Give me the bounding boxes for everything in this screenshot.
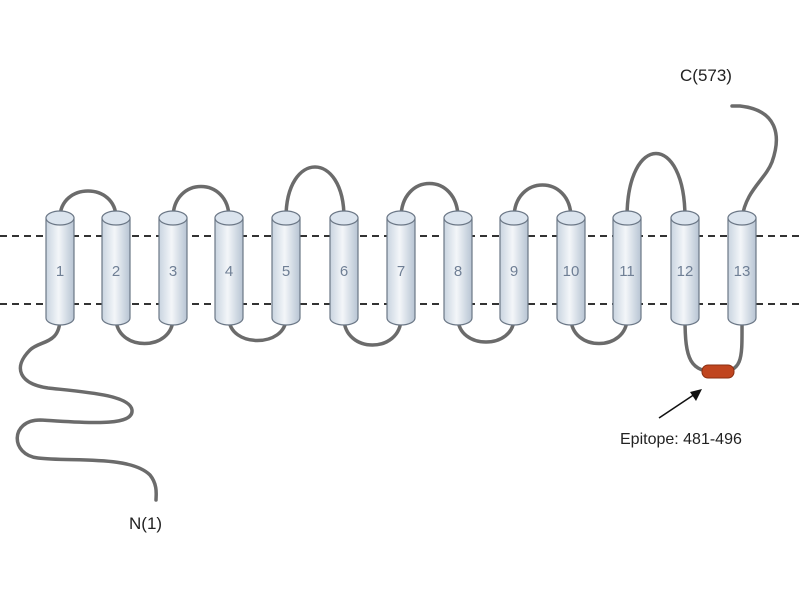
c-terminal-tail <box>730 104 779 220</box>
helix-9: 9 <box>499 210 529 326</box>
epitope-marker <box>701 364 735 379</box>
helix-label: 13 <box>734 263 751 280</box>
helix-2: 2 <box>101 210 131 326</box>
helix-body <box>101 217 131 326</box>
helix-top-cap <box>271 210 301 226</box>
helix-label: 8 <box>454 263 462 280</box>
helix-top-cap <box>556 210 586 226</box>
helix-body <box>158 217 188 326</box>
extracellular-loop-7-8 <box>399 181 460 220</box>
helix-11: 11 <box>612 210 642 326</box>
helix-top-cap <box>386 210 416 226</box>
helix-label: 12 <box>677 263 694 280</box>
n-terminal-tail <box>15 316 158 502</box>
helix-body <box>443 217 473 326</box>
helix-body <box>329 217 359 326</box>
helix-top-cap <box>101 210 131 226</box>
helix-4: 4 <box>214 210 244 326</box>
helix-top-cap <box>158 210 188 226</box>
helix-12: 12 <box>670 210 700 326</box>
helix-body <box>727 217 757 326</box>
intracellular-loop-2-3 <box>114 316 175 346</box>
helix-3: 3 <box>158 210 188 326</box>
epitope-label: Epitope: 481-496 <box>620 431 742 448</box>
helix-top-cap <box>329 210 359 226</box>
helix-7: 7 <box>386 210 416 326</box>
helix-10: 10 <box>556 210 586 326</box>
intracellular-loop-6-7 <box>342 316 403 347</box>
intracellular-loop-10-11 <box>569 316 629 346</box>
epitope-arrow <box>658 389 702 419</box>
helix-label: 2 <box>112 263 120 280</box>
extracellular-loop-1-2 <box>58 189 118 220</box>
helix-1: 1 <box>45 210 75 326</box>
helix-body <box>386 217 416 326</box>
intracellular-loop-4-5 <box>227 316 288 343</box>
helix-label: 4 <box>225 263 233 280</box>
helix-top-cap <box>214 210 244 226</box>
helix-8: 8 <box>443 210 473 326</box>
helix-top-cap <box>45 210 75 226</box>
helix-body <box>556 217 586 326</box>
helix-top-cap <box>443 210 473 226</box>
extracellular-loop-3-4 <box>171 184 231 220</box>
helix-body <box>214 217 244 326</box>
helix-top-cap <box>670 210 700 226</box>
helix-body <box>499 217 529 326</box>
extracellular-loop-5-6 <box>284 165 346 220</box>
helix-5: 5 <box>271 210 301 326</box>
helix-top-cap <box>499 210 529 226</box>
helix-label: 5 <box>282 263 290 280</box>
helix-label: 10 <box>563 263 580 280</box>
connecting-loops <box>15 104 779 502</box>
extracellular-loop-11-12 <box>625 151 687 220</box>
helix-13: 13 <box>727 210 757 326</box>
helix-top-cap <box>727 210 757 226</box>
c-terminus-label: C(573) <box>680 66 732 85</box>
extracellular-loop-9-10 <box>512 183 573 220</box>
helix-6: 6 <box>329 210 359 326</box>
intracellular-loop-8-9 <box>456 316 516 344</box>
intracellular-loop-12-13 <box>683 316 744 374</box>
helix-body <box>670 217 700 326</box>
helix-label: 1 <box>56 263 64 280</box>
helix-label: 9 <box>510 263 518 280</box>
helix-body <box>45 217 75 326</box>
helix-label: 6 <box>340 263 348 280</box>
n-terminus-label: N(1) <box>129 514 162 533</box>
helix-top-cap <box>612 210 642 226</box>
helix-body <box>612 217 642 326</box>
helix-label: 7 <box>397 263 405 280</box>
helix-body <box>271 217 301 326</box>
helix-label: 3 <box>169 263 177 280</box>
helix-label: 11 <box>619 263 635 280</box>
